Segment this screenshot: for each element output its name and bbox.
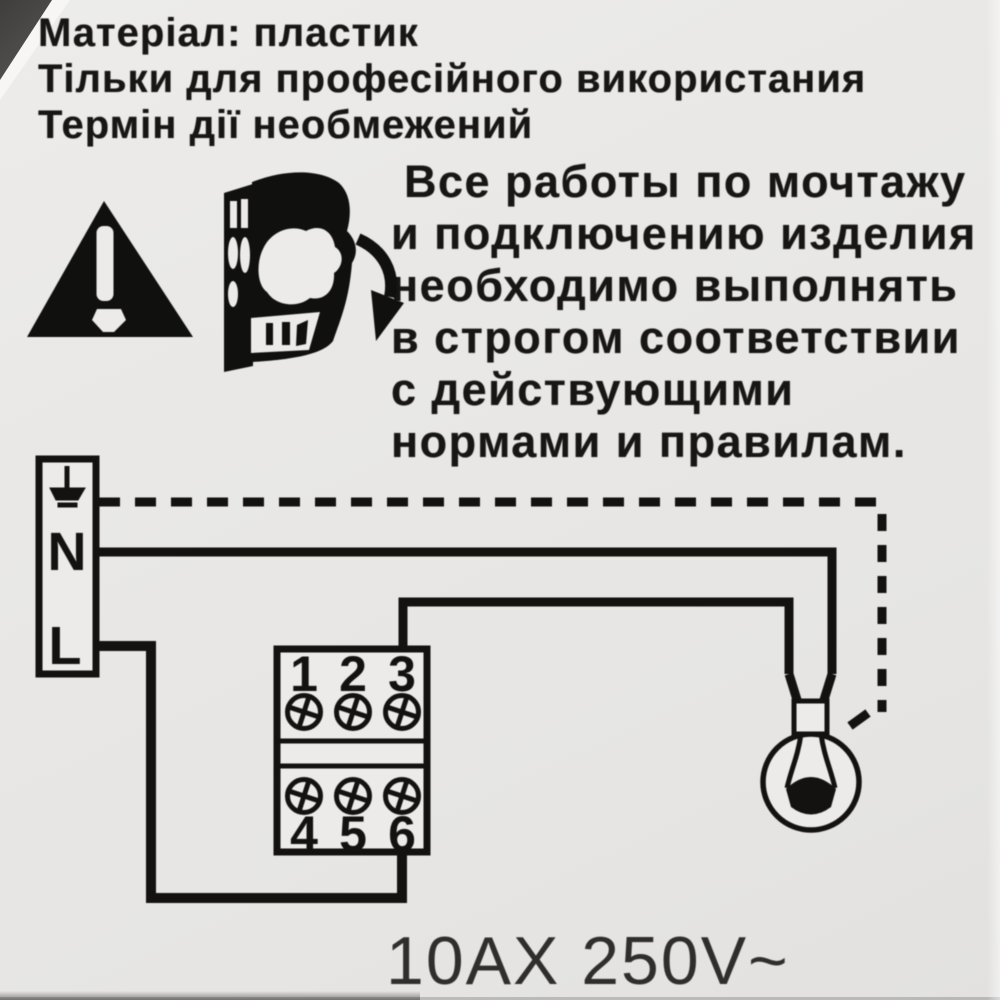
live-wire — [96, 641, 407, 903]
warning-line: Все работы по мочтажу — [404, 156, 967, 207]
warning-line: в строгом соответствии — [391, 312, 961, 363]
supply-terminal-block: N L — [35, 455, 100, 678]
rotate-down-arrow-icon — [355, 233, 404, 341]
rating-label: 10AX 250V~ — [386, 923, 790, 999]
terminal-number-5: 5 — [339, 806, 367, 862]
scan-bottom-shadow — [0, 991, 420, 1000]
warning-line: нормами и правилам. — [391, 416, 907, 467]
terminal-number-1: 1 — [290, 646, 318, 702]
professional-use-line: Тільки для професійного використания — [38, 57, 867, 101]
screw-terminal-icon — [285, 693, 421, 815]
header-text: Матеріал: пластик Тільки для професійног… — [38, 10, 866, 148]
warning-triangle-icon — [27, 201, 193, 337]
neutral-terminal-label: N — [48, 522, 87, 582]
service-life-line: Термін дії необмежений — [38, 103, 534, 147]
switch-terminal-block: 1 2 3 4 5 6 — [273, 645, 431, 862]
terminal-number-2: 2 — [339, 646, 367, 702]
material-line: Матеріал: пластик — [38, 11, 419, 55]
lamp-bulb-icon — [760, 698, 862, 833]
scan-bottom-edge — [0, 997, 1000, 1000]
switched-wire — [398, 597, 803, 705]
neutral-wire — [96, 547, 837, 705]
earth-wire-dashed — [99, 497, 887, 730]
terminal-number-6: 6 — [388, 806, 416, 862]
scan-right-edge-highlight — [987, 0, 1000, 1000]
terminal-number-3: 3 — [388, 646, 416, 702]
live-terminal-label: L — [49, 616, 82, 676]
warning-line: с действующими — [391, 364, 795, 415]
terminal-number-4: 4 — [290, 806, 318, 862]
warning-paragraph: Все работы по мочтажу и подключению изде… — [391, 156, 977, 468]
mounting-hand-icon — [224, 172, 356, 372]
warning-line: и подключению изделия — [391, 208, 977, 259]
earth-ground-icon — [49, 466, 86, 508]
warning-line: необходимо выполнять — [391, 260, 959, 311]
